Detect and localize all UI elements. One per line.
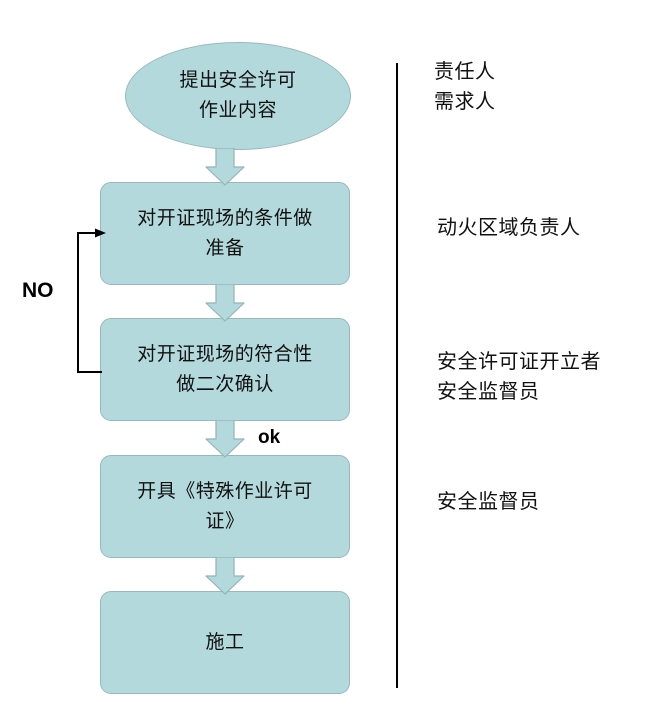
edge-label-no: NO: [22, 279, 54, 302]
flow-node-start[interactable]: 提出安全许可 作业内容: [125, 42, 351, 150]
swimlane-divider: [396, 63, 398, 688]
arrow-issue-to-work: [205, 557, 245, 595]
connector-no-loop: [77, 228, 106, 373]
flow-node-confirm-label: 对开证现场的符合性 做二次确认: [137, 343, 313, 395]
flow-node-issue-label: 开具《特殊作业许可 证》: [137, 480, 313, 532]
flow-node-work-label: 施工: [205, 631, 245, 653]
role-label-3: 安全许可证开立者 安全监督员: [437, 351, 601, 403]
arrow-confirm-to-issue: [205, 420, 245, 458]
edge-label-ok: ok: [258, 427, 281, 448]
role-label-4: 安全监督员: [437, 491, 540, 513]
flow-node-prepare[interactable]: 对开证现场的条件做 准备: [100, 182, 350, 285]
arrow-prepare-to-confirm: [205, 284, 245, 322]
flow-node-prepare-label: 对开证现场的条件做 准备: [137, 207, 313, 259]
arrow-start-to-prepare: [205, 148, 245, 186]
flow-node-work[interactable]: 施工: [100, 591, 350, 694]
role-label-1: 责任人 需求人: [434, 61, 496, 113]
flow-node-issue[interactable]: 开具《特殊作业许可 证》: [100, 455, 350, 558]
flow-node-confirm[interactable]: 对开证现场的符合性 做二次确认: [100, 318, 350, 421]
role-label-2: 动火区域负责人: [437, 217, 581, 239]
flow-node-start-label: 提出安全许可 作业内容: [179, 70, 297, 121]
